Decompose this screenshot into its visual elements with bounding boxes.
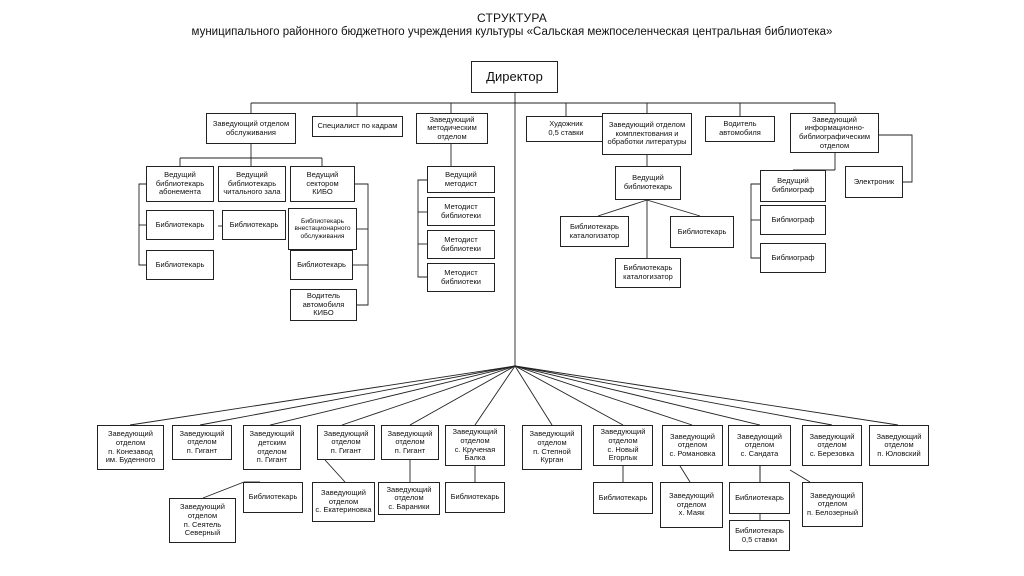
node-electronic-engineer: Электроник (845, 166, 903, 198)
node-hr-specialist: Специалист по кадрам (312, 116, 403, 137)
node-sub-librarian-sandata: Библиотекарь (729, 482, 790, 514)
node-branch-gigant-children: Заведующий детским отделом п. Гигант (243, 425, 301, 470)
node-librarian-acq: Библиотекарь (670, 216, 734, 248)
node-librarian-outreach: Библиотекарь внестационарного обслуживан… (288, 208, 357, 250)
node-driver: Водитель автомобиля (705, 116, 775, 142)
node-lead-lib-abonement: Ведущий библиотекарь абонемента (146, 166, 214, 202)
node-branch-berezovka: Заведующий отделом с. Березовка (802, 425, 862, 466)
node-lead-lib-reading: Ведущий библиотекарь читального зала (218, 166, 286, 202)
node-branch-kruchenaya-balka: Заведующий отделом с. Крученая Балка (445, 425, 505, 466)
node-artist: Художник 0,5 ставки (526, 116, 606, 142)
node-branch-yulovsky: Заведующий отделом п. Юловский (869, 425, 929, 466)
node-librarian-reading: Библиотекарь (222, 210, 286, 240)
node-lead-kibo: Ведущий сектором КИБО (290, 166, 355, 202)
node-lead-methodist: Ведущий методист (427, 166, 495, 193)
node-sub-librarian-egorlyk: Библиотекарь (593, 482, 653, 514)
node-director: Директор (471, 61, 558, 93)
node-librarian-abon-2: Библиотекарь (146, 250, 214, 280)
node-branch-gigant-2: Заведующий отделом п. Гигант (317, 425, 375, 460)
node-branch-gigant-1: Заведующий отделом п. Гигант (172, 425, 232, 460)
node-sub-librarian-balka: Библиотекарь (445, 482, 505, 513)
node-sub-baraniki: Заведующий отделом с. Бараники (378, 482, 440, 515)
page-subtitle: муниципального районного бюджетного учре… (191, 26, 833, 38)
node-branch-konezavod: Заведующий отделом п. Конезавод им. Буде… (97, 425, 164, 470)
node-sub-seyatel: Заведующий отделом п. Сеятель Северный (169, 498, 236, 543)
node-librarian-cataloger-2: Библиотекарь каталогизатор (615, 258, 681, 288)
node-branch-romanovka: Заведующий отделом с. Романовка (662, 425, 723, 466)
node-branch-novy-egorlyk: Заведующий отделом с. Новый Егорлык (593, 425, 653, 466)
node-head-acquisition: Заведующий отделом комплектования и обра… (602, 113, 692, 155)
node-sub-belozerny: Заведующий отделом п. Белозерный (802, 482, 863, 527)
node-bibliographer-1: Библиограф (760, 205, 826, 235)
node-lead-bibliographer: Ведущий библиограф (760, 170, 826, 202)
node-sub-mayak: Заведующий отделом х. Маяк (660, 482, 723, 528)
node-methodist-1: Методист библиотеки (427, 197, 495, 226)
node-head-info: Заведующий информационно- библиографичес… (790, 113, 879, 153)
node-sub-librarian-half: Библиотекарь 0,5 ставки (729, 520, 790, 551)
node-sub-ekaterinovka: Заведующий отделом с. Екатериновка (312, 482, 375, 522)
node-head-service: Заведующий отделом обслуживания (206, 113, 296, 144)
node-methodist-2: Методист библиотеки (427, 230, 495, 259)
node-head-method: Заведующий методическим отделом (416, 113, 488, 144)
node-driver-kibo: Водитель автомобиля КИБО (290, 289, 357, 321)
node-librarian-abon-1: Библиотекарь (146, 210, 214, 240)
node-librarian-kibo: Библиотекарь (290, 250, 353, 280)
node-librarian-cataloger-1: Библиотекарь каталогизатор (560, 216, 629, 247)
node-methodist-3: Методист библиотеки (427, 263, 495, 292)
node-branch-gigant-3: Заведующий отделом п. Гигант (381, 425, 439, 460)
page-title: СТРУКТУРА (477, 11, 547, 25)
node-branch-stepnoy-kurgan: Заведующий отделом п. Степной Курган (522, 425, 582, 470)
node-sub-librarian-gigant: Библиотекарь (243, 482, 303, 513)
node-lead-lib-acq: Ведущий библиотекарь (615, 166, 681, 200)
node-bibliographer-2: Библиограф (760, 243, 826, 273)
node-branch-sandata: Заведующий отделом с. Сандата (728, 425, 791, 466)
